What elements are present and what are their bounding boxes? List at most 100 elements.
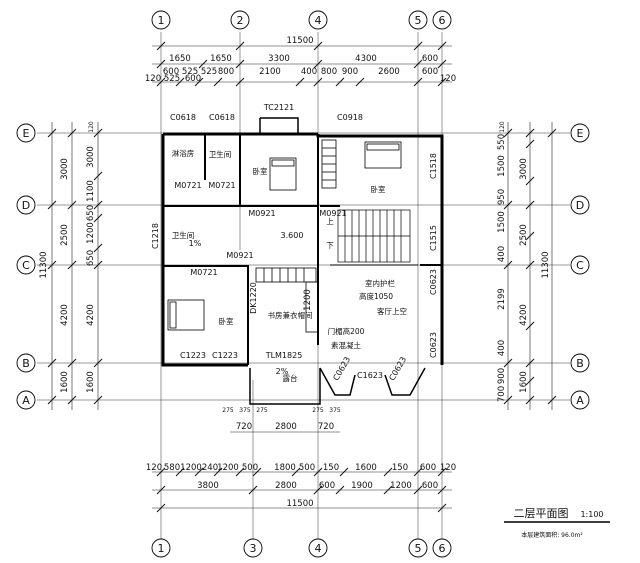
dim-bottom-row2-4: 1200 [390, 481, 412, 491]
dim-balcony-0: 720 [236, 422, 252, 432]
room-label-4: 卫生间 [172, 230, 195, 240]
axis-bottom-3: 5 [415, 542, 422, 555]
dim-top-row3-4: 2100 [259, 67, 281, 77]
dim-bottom-row1-7: 500 [299, 463, 315, 473]
axis-right-4-circle [570, 390, 590, 410]
axis-right-2-circle [570, 255, 590, 275]
dim-left-inner-3: 1200 [86, 222, 96, 244]
axis-left-0: E [23, 127, 30, 140]
dim-top-row3-end-2: 600 [185, 74, 201, 84]
beam-label-1: 素混凝土 [331, 340, 361, 350]
dim-right-outer-3: 1600 [519, 371, 529, 393]
dim-bottom-row1-12: 120 [440, 463, 456, 473]
stair-down-label: 下 [326, 241, 334, 250]
dimension-lines [51, 45, 553, 509]
dim-right-top: 120 [499, 121, 506, 133]
beam-label-0: 门楣高200 [328, 326, 365, 336]
dim-top-row3-5: 400 [301, 67, 317, 77]
balcony-outline [249, 367, 426, 405]
dim-bottom-row2-5: 600 [422, 481, 438, 491]
dim-left-inner-2: 650 [86, 205, 96, 221]
window-under-label: TLM1825 [265, 351, 303, 360]
axis-left-3-circle [16, 353, 36, 373]
door-label-4: M0921 [226, 251, 253, 260]
axis-right-3: B [576, 357, 584, 370]
room-label-7: 客厅上空 [377, 306, 407, 316]
walls [161, 117, 444, 367]
axis-right-1: D [576, 199, 584, 212]
dim-top-row2-3: 4300 [355, 54, 377, 64]
dim-top-row3-1: 525 [182, 67, 198, 77]
dim-top-row3-8: 2600 [378, 67, 400, 77]
dim-left-inner-5: 4200 [86, 304, 96, 326]
railing-label-1: 高度1050 [359, 291, 393, 301]
dim-bottom-row1-1: 580 [164, 463, 180, 473]
dim-left-outer-2: 4200 [60, 304, 70, 326]
railing-label-0: 室内护栏 [365, 278, 395, 288]
dim-right-inner-3: 1500 [497, 211, 507, 233]
window-label-0: C0618 [170, 113, 196, 122]
room-label-1: 卫生间 [209, 149, 232, 159]
window-label-12: C0623 [387, 355, 408, 382]
dim-bottom-row1-10: 150 [392, 463, 408, 473]
axis-top-1: 2 [237, 14, 244, 27]
dim-bottom-row1-8: 150 [323, 463, 339, 473]
dim-left-total: 11300 [39, 251, 49, 278]
room-label-6: 书房兼衣帽间 [268, 310, 313, 320]
dim-bottom-row1-0: 120 [146, 463, 162, 473]
axis-left-2-circle [16, 255, 36, 275]
door-label-2: M0921 [248, 209, 275, 218]
door-label-0: M0721 [174, 181, 201, 190]
dim-stair-0: 1200 [303, 289, 313, 311]
window-label-2: TC2121 [263, 103, 294, 112]
dim-right-outer-2: 4200 [519, 304, 529, 326]
axis-bottom-2-circle [308, 538, 328, 558]
dim-top-row2-2: 3300 [268, 54, 290, 64]
stair-up-label: 上 [326, 217, 334, 226]
axis-left-3: B [22, 357, 30, 370]
dim-bottom-row2-2: 600 [319, 481, 335, 491]
dim-bottom-row1-6: 1800 [274, 463, 296, 473]
dim-bottom-row1-11: 600 [420, 463, 436, 473]
dim-bottom-row1-2: 1200 [180, 463, 202, 473]
axis-top-0-circle [151, 10, 171, 30]
axis-top-2: 4 [315, 14, 322, 27]
dim-top-row3-0: 600 [163, 67, 179, 77]
dim-balcony-small-0: 275 [222, 407, 234, 414]
door-label-5: M0721 [190, 268, 217, 277]
dim-bottom-row2-3: 1900 [351, 481, 373, 491]
dim-left-outer-0: 3000 [60, 158, 70, 180]
dim-bottom-total: 11500 [286, 499, 313, 509]
dim-right-total: 11300 [541, 251, 551, 278]
dim-right-inner-2: 950 [497, 189, 507, 205]
dim-left-outer-1: 2500 [60, 224, 70, 246]
room-label-3: 卧室 [371, 184, 386, 194]
axis-bottom-1: 3 [250, 542, 257, 555]
axis-top-3-circle [408, 10, 428, 30]
dim-top-row3-7: 900 [342, 67, 358, 77]
dim-left-top: 120 [88, 121, 95, 133]
axis-bottom-4: 6 [439, 542, 446, 555]
axis-bottom-0: 1 [158, 542, 165, 555]
dim-right-inner-1: 1500 [497, 155, 507, 177]
drawing-title: 二层平面图 [514, 507, 569, 520]
drawing-scale: 1:100 [580, 510, 603, 519]
axis-right-3-circle [570, 353, 590, 373]
dim-right-inner-4: 400 [497, 246, 507, 262]
axis-right-0-circle [570, 123, 590, 143]
room-label-0: 淋浴房 [172, 148, 195, 158]
dim-right-inner-7: 900 [497, 368, 507, 384]
dim-top-row3-end-0: 120 [145, 74, 161, 84]
axis-top-4-circle [432, 10, 452, 30]
dim-bottom-row1-4: 1200 [217, 463, 239, 473]
dim-bottom-row1-9: 1600 [355, 463, 377, 473]
axis-top-0: 1 [158, 14, 165, 27]
dim-top-row3-2: 525 [201, 67, 217, 77]
elevation-label: 3.600 [281, 231, 304, 240]
dim-left-outer-3: 1600 [60, 371, 70, 393]
window-label-3: C0918 [337, 113, 363, 122]
dim-top-row2-4: 600 [422, 54, 438, 64]
dk-label: DK1220 [249, 282, 258, 314]
dim-bottom-row1-5: 500 [242, 463, 258, 473]
dim-right-inner-5: 2199 [497, 288, 507, 310]
